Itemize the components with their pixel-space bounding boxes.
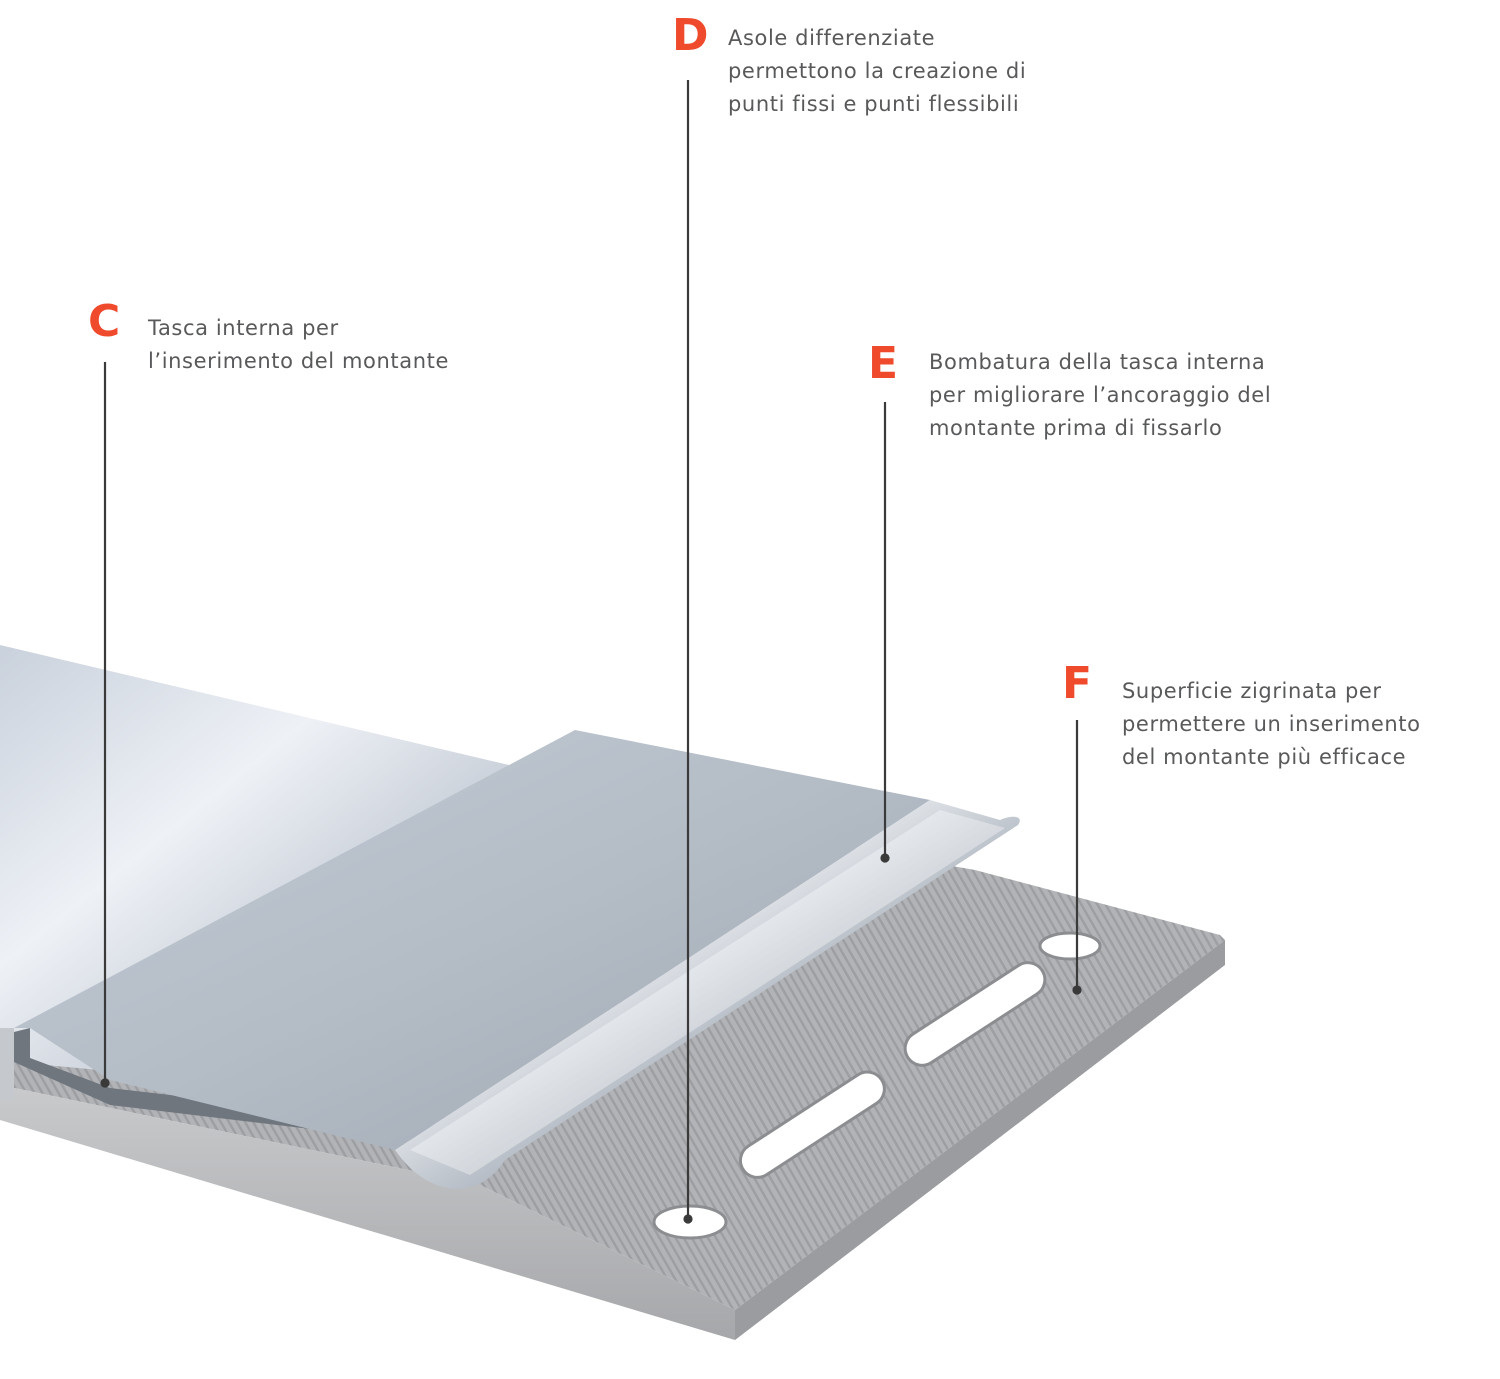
callout-text-c: Tasca interna per l’inserimento del mont… [148, 312, 449, 378]
callout-line: Bombatura della tasca interna [929, 350, 1266, 374]
leader-dot-e [880, 853, 890, 863]
callout-text-e: Bombatura della tasca interna per miglio… [929, 346, 1271, 445]
bulge-highlight [410, 810, 1005, 1175]
round-hole-back [1038, 931, 1102, 961]
leader-dot-f [1072, 985, 1082, 995]
callout-text-d: Asole differenziate permettono la creazi… [728, 22, 1026, 121]
callout-letter-c: C [88, 296, 121, 347]
cover-sheet [14, 730, 930, 1150]
callout-line: Superficie zigrinata per [1122, 679, 1382, 703]
callout-line: permettere un inserimento [1122, 712, 1421, 736]
slots [652, 931, 1102, 1240]
callout-line: Tasca interna per [148, 316, 339, 340]
base-plate-right-edge [735, 940, 1225, 1340]
callout-letter-e: E [868, 338, 899, 389]
callout-line: permettono la creazione di [728, 59, 1027, 83]
callout-line: punti fissi e punti flessibili [728, 92, 1020, 116]
base-plate-edge [0, 1085, 735, 1340]
leader-dot-c [100, 1078, 110, 1088]
callout-text-f: Superficie zigrinata per permettere un i… [1122, 675, 1421, 774]
callout-line: montante prima di fissarlo [929, 416, 1223, 440]
callout-letter-d: D [672, 10, 709, 61]
callout-letter-f: F [1062, 658, 1093, 709]
callout-line: l’inserimento del montante [148, 349, 449, 373]
callout-line: per migliorare l’ancoraggio del [929, 383, 1272, 407]
pocket-lower-lip [0, 1028, 14, 1100]
callout-line: Asole differenziate [728, 26, 936, 50]
bulge-roll [395, 800, 1020, 1189]
callout-line: del montante più efficace [1122, 745, 1407, 769]
slotted-hole-1 [738, 1070, 886, 1179]
slotted-hole-2 [903, 961, 1047, 1067]
leader-dot-d [683, 1214, 693, 1224]
